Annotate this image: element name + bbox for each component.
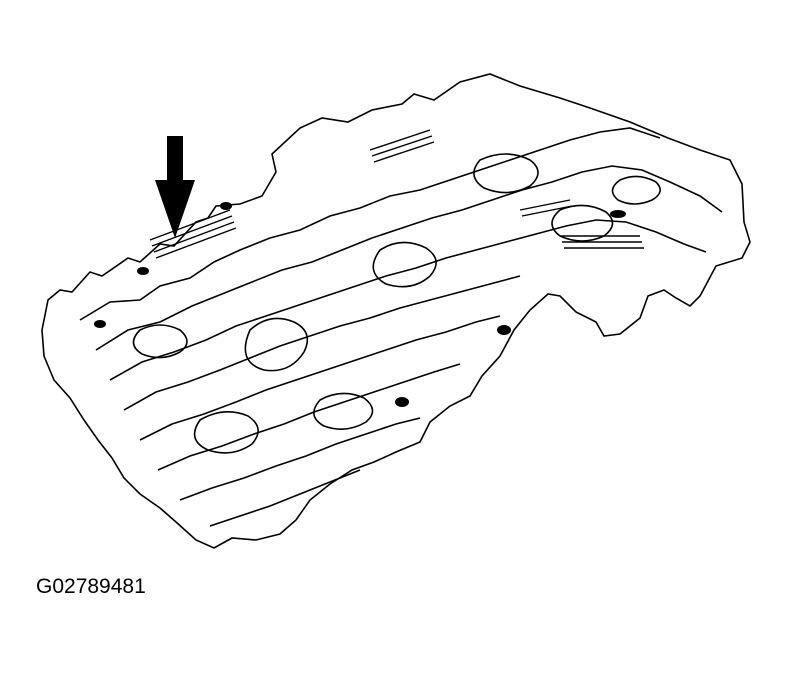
hatch-band [560,235,644,249]
channel-loop [193,411,259,454]
hole-dot [497,325,511,335]
hole-dot [220,202,232,210]
channel-loop [473,153,539,194]
hole-dot [94,320,106,328]
figure-code: G02789481 [36,575,146,598]
hole-dot [137,267,149,275]
hatch-band [369,129,435,163]
passage-contour [123,275,521,411]
passage-contour [79,127,661,321]
channel-loop [244,317,309,372]
channel-loop [313,392,374,430]
hole-dot [395,397,409,407]
passage-contour [179,417,421,501]
channel-loop [132,324,188,359]
passage-contour [209,469,361,527]
passage-contour [95,165,723,351]
hatch-band [149,209,237,259]
passage-contour [139,315,501,441]
channel-loop [372,241,437,288]
pointer-arrow [155,136,195,238]
passage-contour [109,219,707,381]
hatch-band [519,199,573,217]
hole-dot [610,210,626,218]
channel-loop [611,175,661,205]
plate-outline [41,73,751,549]
